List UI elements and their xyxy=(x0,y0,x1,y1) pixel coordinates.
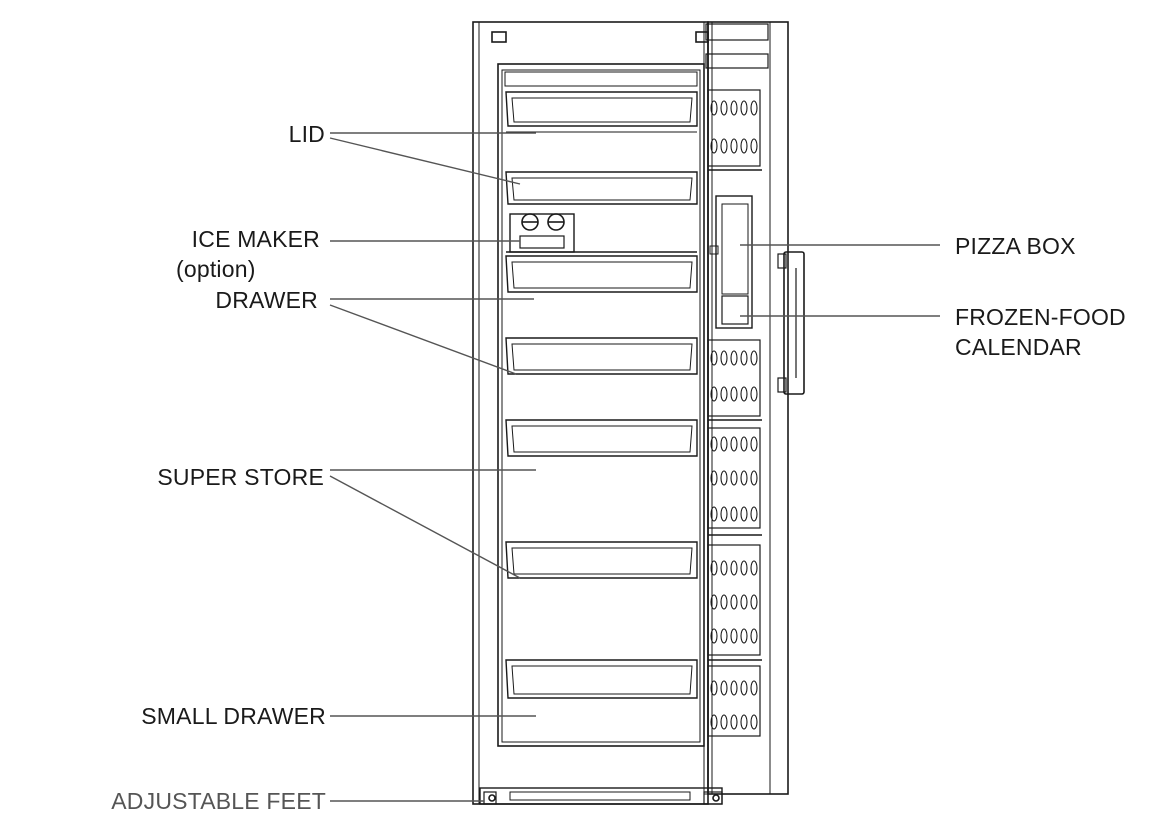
bin-perforation xyxy=(710,506,718,522)
door-shelf-2 xyxy=(707,339,761,417)
bin-perforation xyxy=(710,628,718,644)
lid-second xyxy=(505,171,698,205)
door-outline xyxy=(707,21,789,795)
bin-perforation xyxy=(750,386,758,402)
inner-liner xyxy=(497,63,705,747)
super-store-1 xyxy=(505,419,698,457)
lid-top xyxy=(505,91,698,127)
label-super-store: SUPER STORE xyxy=(157,464,324,490)
bin-perforation xyxy=(730,350,738,366)
bin-perforation xyxy=(730,506,738,522)
cabinet-base xyxy=(479,787,723,805)
bin-perforation xyxy=(710,100,718,116)
bin-perforation xyxy=(740,680,748,696)
label-drawer: DRAWER xyxy=(215,287,318,313)
cabinet-outline xyxy=(472,21,709,805)
bin-perforation xyxy=(710,386,718,402)
super-store-2 xyxy=(505,541,698,579)
bin-perforation xyxy=(720,506,728,522)
small-drawer xyxy=(505,659,698,699)
bin-perforation xyxy=(730,594,738,610)
door-shelf-4 xyxy=(707,544,761,656)
bin-perforation xyxy=(720,560,728,576)
bin-perforation xyxy=(750,714,758,730)
label-frozen-food: FROZEN-FOOD xyxy=(955,304,1126,330)
pizza-box xyxy=(715,195,753,329)
label-pizza-box: PIZZA BOX xyxy=(955,233,1076,259)
bin-perforation xyxy=(720,386,728,402)
label-lid: LID xyxy=(288,121,325,147)
bin-perforation xyxy=(730,386,738,402)
bin-perforation xyxy=(720,138,728,154)
bin-perforation xyxy=(720,594,728,610)
bin-perforation xyxy=(720,714,728,730)
bin-perforation xyxy=(740,386,748,402)
leader-lid-b xyxy=(329,137,521,185)
bin-perforation xyxy=(730,628,738,644)
foot-left xyxy=(483,791,497,805)
bin-perforation xyxy=(710,436,718,452)
door-hinge-top xyxy=(705,23,769,41)
bin-perforation xyxy=(740,100,748,116)
bin-perforation xyxy=(750,436,758,452)
door-handle xyxy=(783,251,805,395)
bin-perforation xyxy=(720,350,728,366)
bin-perforation xyxy=(740,714,748,730)
bin-perforation xyxy=(740,560,748,576)
bin-perforation xyxy=(750,628,758,644)
bin-perforation xyxy=(710,714,718,730)
bin-perforation xyxy=(740,594,748,610)
bin-perforation xyxy=(730,436,738,452)
label-adjustable-feet: ADJUSTABLE FEET xyxy=(111,788,326,814)
bin-perforation xyxy=(720,628,728,644)
bin-perforation xyxy=(710,138,718,154)
door-shelf-5 xyxy=(707,665,761,737)
label-ice-maker: ICE MAKER xyxy=(191,226,320,252)
bin-perforation xyxy=(710,680,718,696)
bin-perforation xyxy=(730,714,738,730)
bin-perforation xyxy=(740,470,748,486)
bin-perforation xyxy=(710,470,718,486)
label-small-drawer: SMALL DRAWER xyxy=(141,703,326,729)
leader-super-store-b xyxy=(329,475,521,579)
bin-perforation xyxy=(740,628,748,644)
door-shelf-3 xyxy=(707,427,761,529)
leader-drawer-b xyxy=(329,304,517,375)
foot-right xyxy=(703,791,723,805)
top-hinge-left xyxy=(491,31,507,43)
frozen-food-calendar xyxy=(721,295,749,325)
bin-perforation xyxy=(730,470,738,486)
drawer-1 xyxy=(505,255,698,293)
bin-perforation xyxy=(740,138,748,154)
door-shelf-1 xyxy=(707,89,761,167)
drawer-2 xyxy=(505,337,698,375)
bin-perforation xyxy=(750,560,758,576)
bin-perforation xyxy=(750,138,758,154)
bin-perforation xyxy=(720,680,728,696)
bin-perforation xyxy=(750,506,758,522)
bin-perforation xyxy=(730,680,738,696)
bin-perforation xyxy=(750,680,758,696)
bin-perforation xyxy=(710,594,718,610)
bin-perforation xyxy=(740,436,748,452)
bin-perforation xyxy=(710,560,718,576)
bin-perforation xyxy=(730,138,738,154)
bin-perforation xyxy=(720,436,728,452)
bin-perforation xyxy=(720,100,728,116)
bin-perforation xyxy=(720,470,728,486)
bin-perforation xyxy=(750,594,758,610)
bin-perforation xyxy=(740,350,748,366)
bin-perforation xyxy=(750,470,758,486)
bin-perforation xyxy=(750,100,758,116)
label-ice-maker-option: (option) xyxy=(176,256,256,282)
evaporator-grid xyxy=(504,71,698,87)
bin-perforation xyxy=(730,100,738,116)
bin-perforation xyxy=(730,560,738,576)
bin-perforation xyxy=(750,350,758,366)
label-calendar: CALENDAR xyxy=(955,334,1082,360)
bin-perforation xyxy=(710,350,718,366)
bin-perforation xyxy=(740,506,748,522)
